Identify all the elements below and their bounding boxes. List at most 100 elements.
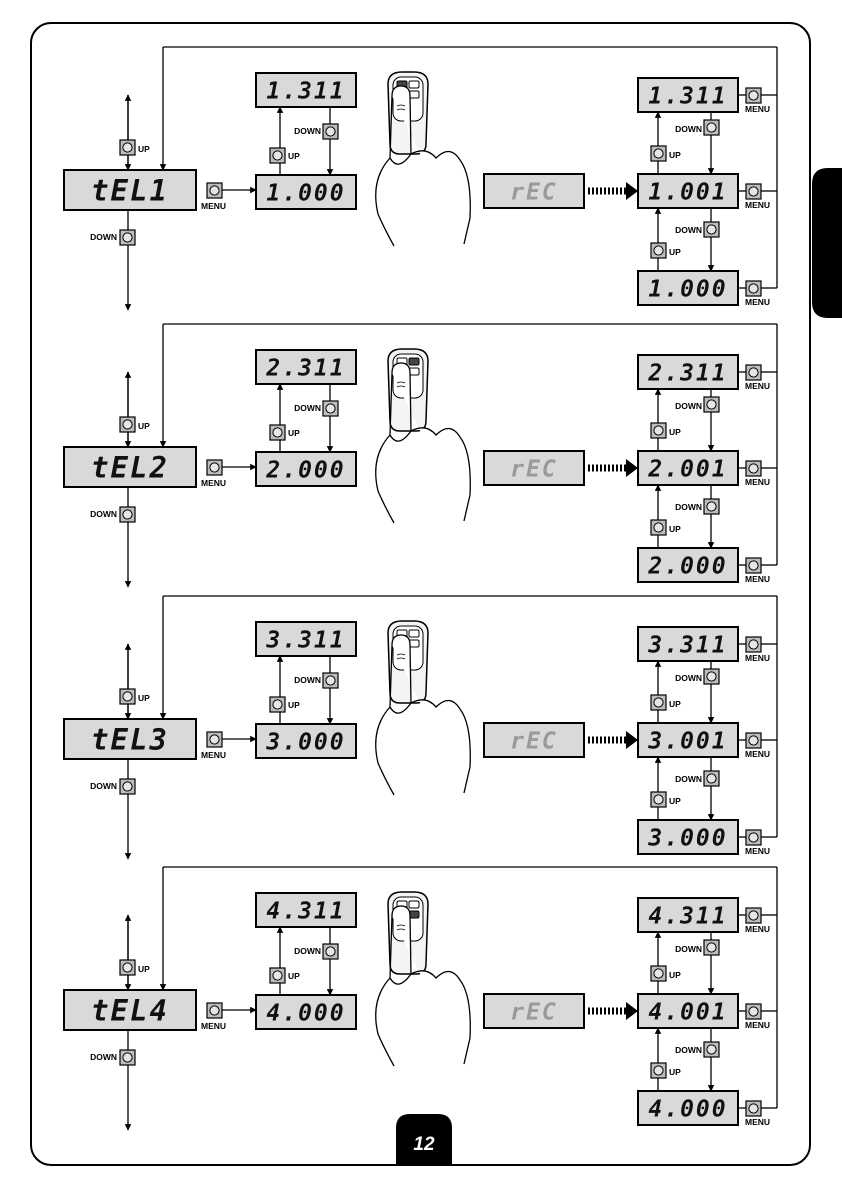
button-label-down: DOWN (90, 1052, 117, 1062)
down-button[interactable] (703, 770, 720, 787)
menu-button[interactable] (206, 731, 223, 748)
button-label-up: UP (669, 247, 681, 257)
up-button[interactable] (119, 688, 136, 705)
up-button[interactable] (650, 519, 667, 536)
down-button[interactable] (703, 119, 720, 136)
channel-display-text: tEL3 (91, 722, 169, 756)
result-mid-display-text: 1.001 (648, 179, 727, 205)
button-label-menu: MENU (745, 749, 770, 759)
button-dot-icon (325, 403, 336, 414)
up-button[interactable] (269, 424, 286, 441)
up-button[interactable] (650, 694, 667, 711)
menu-button[interactable] (745, 732, 762, 749)
up-button[interactable] (650, 1062, 667, 1079)
menu-button[interactable] (745, 557, 762, 574)
menu-button[interactable] (745, 280, 762, 297)
button-dot-icon (653, 245, 664, 256)
entry-display (255, 451, 357, 487)
top-display-text: 4.311 (266, 898, 345, 924)
up-button[interactable] (650, 965, 667, 982)
button-dot-icon (653, 522, 664, 533)
menu-button[interactable] (745, 364, 762, 381)
button-label-menu: MENU (745, 381, 770, 391)
down-button[interactable] (703, 396, 720, 413)
remote-key-top-right (408, 357, 420, 366)
button-dot-icon (706, 399, 717, 410)
transfer-arrow-head (626, 1002, 638, 1020)
button-dot-icon (325, 675, 336, 686)
up-button[interactable] (269, 967, 286, 984)
up-button[interactable] (119, 416, 136, 433)
button-dot-icon (272, 699, 283, 710)
up-button[interactable] (269, 696, 286, 713)
result-top-display-text: 1.311 (648, 83, 727, 109)
button-dot-icon (748, 910, 759, 921)
up-button[interactable] (119, 139, 136, 156)
entry-display (255, 994, 357, 1030)
up-button[interactable] (650, 145, 667, 162)
down-button[interactable] (703, 221, 720, 238)
button-label-up: UP (288, 151, 300, 161)
button-label-menu: MENU (745, 200, 770, 210)
up-button[interactable] (650, 791, 667, 808)
button-label-up: UP (669, 970, 681, 980)
down-button[interactable] (322, 943, 339, 960)
menu-button[interactable] (206, 182, 223, 199)
top-display (255, 892, 357, 928)
rec-display (483, 173, 585, 209)
channel-display (63, 169, 197, 211)
button-label-down: DOWN (90, 232, 117, 242)
menu-button[interactable] (745, 907, 762, 924)
button-label-menu: MENU (745, 297, 770, 307)
menu-button[interactable] (745, 636, 762, 653)
button-label-up: UP (288, 971, 300, 981)
result-bottom-display (637, 819, 739, 855)
top-display (255, 621, 357, 657)
down-button[interactable] (703, 668, 720, 685)
entry-display-text: 4.000 (266, 1000, 345, 1026)
menu-button[interactable] (745, 87, 762, 104)
button-label-up: UP (288, 700, 300, 710)
button-dot-icon (748, 639, 759, 650)
up-button[interactable] (650, 242, 667, 259)
side-tab (812, 168, 842, 318)
button-label-down: DOWN (675, 401, 702, 411)
button-dot-icon (706, 1044, 717, 1055)
up-button[interactable] (119, 959, 136, 976)
menu-button[interactable] (745, 1003, 762, 1020)
down-button[interactable] (322, 672, 339, 689)
down-button[interactable] (119, 778, 136, 795)
down-button[interactable] (703, 1041, 720, 1058)
menu-button[interactable] (745, 829, 762, 846)
remote-key-top-right (408, 80, 420, 89)
button-label-down: DOWN (90, 781, 117, 791)
down-button[interactable] (119, 506, 136, 523)
up-button[interactable] (269, 147, 286, 164)
button-dot-icon (209, 185, 220, 196)
button-label-up: UP (669, 796, 681, 806)
button-label-down: DOWN (294, 126, 321, 136)
button-dot-icon (653, 1065, 664, 1076)
menu-button[interactable] (206, 1002, 223, 1019)
menu-button[interactable] (745, 460, 762, 477)
down-button[interactable] (703, 939, 720, 956)
down-button[interactable] (119, 1049, 136, 1066)
top-display-text: 2.311 (265, 355, 345, 381)
up-button[interactable] (650, 422, 667, 439)
menu-button[interactable] (745, 1100, 762, 1117)
menu-button[interactable] (745, 183, 762, 200)
down-button[interactable] (703, 498, 720, 515)
button-dot-icon (122, 691, 133, 702)
button-dot-icon (748, 186, 759, 197)
button-label-down: DOWN (675, 944, 702, 954)
channel-display (63, 989, 197, 1031)
result-top-display-text: 2.311 (647, 360, 727, 386)
down-button[interactable] (322, 123, 339, 140)
down-button[interactable] (119, 229, 136, 246)
menu-button[interactable] (206, 459, 223, 476)
channel-display (63, 446, 197, 488)
down-button[interactable] (322, 400, 339, 417)
top-display (255, 72, 357, 108)
